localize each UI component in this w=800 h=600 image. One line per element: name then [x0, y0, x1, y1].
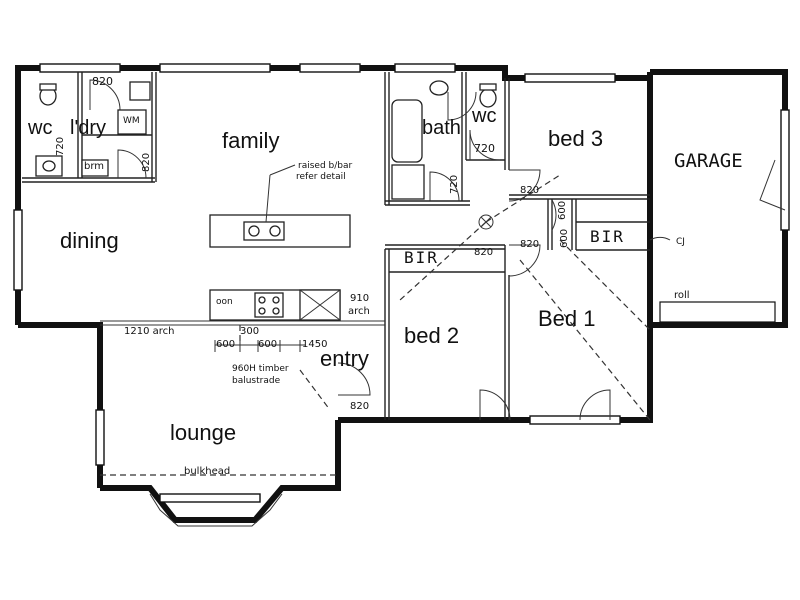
label-wm: WM	[123, 116, 140, 126]
note-raised-bar-line2: refer detail	[296, 172, 346, 182]
dim-820-bed1: 820	[520, 239, 540, 250]
dim-300: 300	[240, 326, 260, 337]
dim-720-wc: 720	[474, 142, 495, 155]
dim-910: 910	[350, 293, 370, 304]
label-bulkhead: bulkhead	[184, 466, 231, 477]
note-balustrade-line1: 960H timber	[232, 364, 289, 374]
room-label-wc-left: wc	[28, 117, 53, 139]
room-label-bath: bath	[422, 117, 461, 139]
dim-1210-arch: 1210 arch	[124, 326, 175, 337]
dim-600-a: 600	[216, 339, 236, 350]
label-cj: CJ	[676, 237, 685, 247]
dim-600-b: 600	[258, 339, 278, 350]
room-label-wc-right: wc	[472, 105, 497, 127]
fixtures	[35, 80, 497, 527]
label-brm: brm	[84, 161, 105, 172]
dim-720-laundry: 720	[55, 136, 66, 156]
dim-820-bed3: 820	[520, 185, 540, 196]
label-bir-bed1: BIR	[590, 227, 625, 246]
dim-820-entry: 820	[350, 401, 370, 412]
dashed-guides	[299, 174, 651, 421]
label-cooktop: oon	[216, 297, 233, 307]
room-label-garage: GARAGE	[674, 150, 743, 172]
room-label-lounge: lounge	[170, 420, 237, 445]
dim-720-bath: 720	[449, 174, 460, 194]
dim-600-bir1: 600	[559, 228, 570, 248]
room-label-laundry: l'dry	[70, 117, 107, 139]
doors	[89, 79, 786, 421]
dim-820-laundry: 820	[92, 75, 113, 88]
dim-600-bir: 600	[557, 200, 568, 220]
label-bir-bed2: BIR	[404, 248, 439, 267]
room-label-bed2: bed 2	[404, 323, 460, 348]
dim-820-brm: 820	[141, 152, 152, 172]
note-balustrade-line2: balustrade	[232, 376, 281, 386]
room-label-dining: dining	[60, 228, 119, 253]
room-label-entry: entry	[320, 346, 369, 371]
dim-1450: 1450	[302, 339, 328, 350]
dim-910-arch: arch	[348, 306, 370, 317]
note-raised-bar-line1: raised b/bar	[298, 161, 353, 171]
label-roll: roll	[674, 290, 690, 301]
room-label-family: family	[222, 128, 280, 153]
interior-walls	[22, 72, 650, 420]
room-label-bed3: bed 3	[548, 126, 604, 151]
room-label-bed1: Bed 1	[538, 306, 596, 331]
dim-820-hall: 820	[474, 247, 494, 258]
